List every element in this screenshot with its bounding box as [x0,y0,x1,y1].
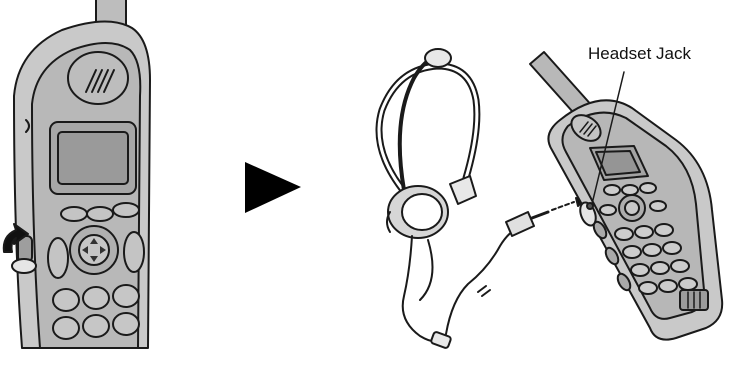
headset-jack-label: Headset Jack [588,44,691,64]
handset-closeup [12,0,150,348]
play-arrow-icon [245,162,301,213]
handset-full [530,52,722,340]
headset [379,49,548,349]
